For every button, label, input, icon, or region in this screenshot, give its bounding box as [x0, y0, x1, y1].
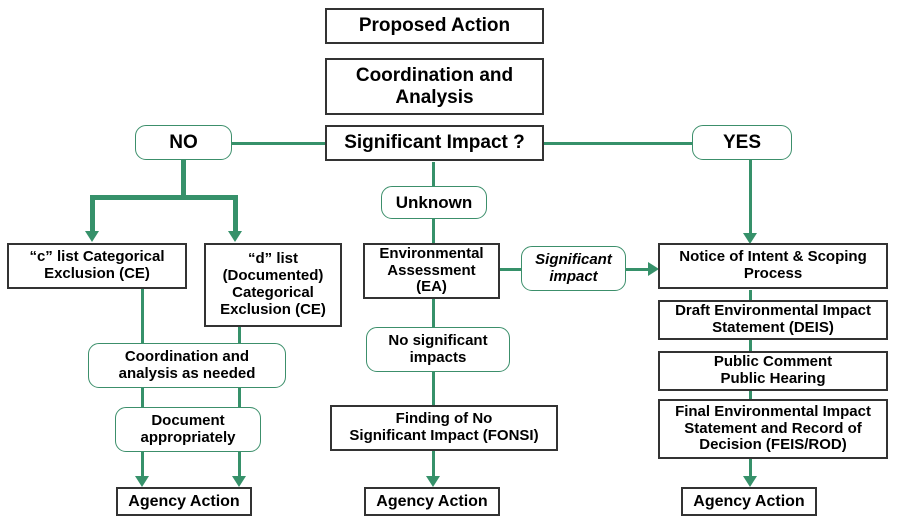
- node-significant-impact-question-label: Significant Impact ?: [344, 132, 525, 154]
- connector-yes-to-noi: [749, 160, 752, 236]
- node-coordination-as-needed-label: Coordination and analysis as needed: [118, 347, 256, 382]
- node-agency-action-left[interactable]: Agency Action: [116, 487, 252, 516]
- connector-deis-to-public-comment: [749, 340, 752, 352]
- connector-unknown-to-ea: [432, 218, 435, 246]
- node-feis-rod-label: Final Environmental Impact Statement and…: [675, 402, 871, 454]
- arrowhead-d-list: [228, 231, 242, 242]
- connector-ea-to-no-sig-impacts: [432, 290, 435, 330]
- node-agency-action-right-label: Agency Action: [693, 492, 805, 510]
- node-significant-impact-callout-label: Significant impact: [535, 250, 612, 285]
- node-coordination-and-analysis[interactable]: Coordination and Analysis: [325, 58, 544, 115]
- node-no-significant-impacts[interactable]: No significant impacts: [366, 327, 510, 372]
- arrowhead-right-agency-action: [743, 476, 757, 487]
- connector-no-to-d-list: [233, 195, 238, 233]
- node-environmental-assessment[interactable]: Environmental Assessment (EA): [363, 243, 500, 299]
- connector-coordination-to-document-left: [141, 386, 144, 408]
- node-agency-action-right[interactable]: Agency Action: [681, 487, 817, 516]
- connector-document-to-agency-action-left: [141, 450, 144, 478]
- connector-impact-to-unknown: [432, 162, 435, 188]
- arrowhead-noi: [743, 233, 757, 244]
- connector-coordination-to-document-right: [238, 386, 241, 408]
- node-agency-action-middle[interactable]: Agency Action: [364, 487, 500, 516]
- node-notice-of-intent-label: Notice of Intent & Scoping Process: [679, 248, 867, 282]
- connector-callout-to-noi: [624, 268, 650, 271]
- connector-impact-to-no: [232, 142, 328, 145]
- node-d-list-label: “d” list (Documented) Categorical Exclus…: [220, 250, 326, 318]
- node-public-comment[interactable]: Public Comment Public Hearing: [658, 351, 888, 391]
- node-decision-no[interactable]: NO: [135, 125, 232, 160]
- node-notice-of-intent[interactable]: Notice of Intent & Scoping Process: [658, 243, 888, 289]
- node-deis-label: Draft Environmental Impact Statement (DE…: [675, 302, 871, 336]
- arrowhead-middle-agency-action: [426, 476, 440, 487]
- node-coordination-as-needed[interactable]: Coordination and analysis as needed: [88, 343, 286, 388]
- node-agency-action-left-label: Agency Action: [128, 492, 240, 510]
- node-public-comment-label: Public Comment Public Hearing: [713, 353, 833, 387]
- node-c-list[interactable]: “c” list Categorical Exclusion (CE): [7, 243, 187, 289]
- node-proposed-action-label: Proposed Action: [358, 15, 511, 37]
- node-no-significant-impacts-label: No significant impacts: [388, 331, 488, 366]
- node-agency-action-middle-label: Agency Action: [376, 492, 488, 510]
- connector-c-list-to-coordination: [141, 288, 144, 344]
- node-feis-rod[interactable]: Final Environmental Impact Statement and…: [658, 399, 888, 459]
- node-significant-impact-question[interactable]: Significant Impact ?: [325, 125, 544, 161]
- connector-fonsi-to-agency-action: [432, 450, 435, 478]
- arrowhead-noi-from-callout: [648, 262, 659, 276]
- node-deis[interactable]: Draft Environmental Impact Statement (DE…: [658, 300, 888, 340]
- node-decision-no-label: NO: [169, 131, 198, 153]
- arrowhead-left-agency-action-2: [232, 476, 246, 487]
- node-c-list-label: “c” list Categorical Exclusion (CE): [29, 248, 165, 282]
- arrowhead-c-list: [85, 231, 99, 242]
- connector-public-comment-to-feis: [749, 390, 752, 400]
- connector-no-stem: [181, 159, 186, 199]
- node-decision-yes-label: YES: [722, 131, 762, 153]
- connector-ea-to-callout: [500, 268, 526, 271]
- node-fonsi-label: Finding of No Significant Impact (FONSI): [349, 410, 539, 444]
- node-decision-yes[interactable]: YES: [692, 125, 792, 160]
- node-proposed-action[interactable]: Proposed Action: [325, 8, 544, 44]
- connector-noi-to-deis: [749, 290, 752, 302]
- connector-feis-to-agency-action: [749, 458, 752, 478]
- connector-document-to-agency-action-right: [238, 450, 241, 478]
- node-decision-unknown-label: Unknown: [395, 192, 473, 212]
- connector-no-sig-impacts-to-fonsi: [432, 370, 435, 408]
- node-decision-unknown[interactable]: Unknown: [381, 186, 487, 219]
- node-document-appropriately-label: Document appropriately: [140, 411, 236, 446]
- connector-d-list-to-coordination: [238, 326, 241, 344]
- connector-no-to-c-list: [90, 195, 95, 233]
- node-environmental-assessment-label: Environmental Assessment (EA): [379, 244, 484, 296]
- node-coordination-and-analysis-label: Coordination and Analysis: [355, 65, 514, 108]
- node-significant-impact-callout[interactable]: Significant impact: [521, 246, 626, 291]
- connector-no-split-bar: [90, 195, 238, 200]
- connector-impact-to-yes: [540, 142, 692, 145]
- node-document-appropriately[interactable]: Document appropriately: [115, 407, 261, 452]
- arrowhead-left-agency-action-1: [135, 476, 149, 487]
- node-fonsi[interactable]: Finding of No Significant Impact (FONSI): [330, 405, 558, 451]
- node-d-list[interactable]: “d” list (Documented) Categorical Exclus…: [204, 243, 342, 327]
